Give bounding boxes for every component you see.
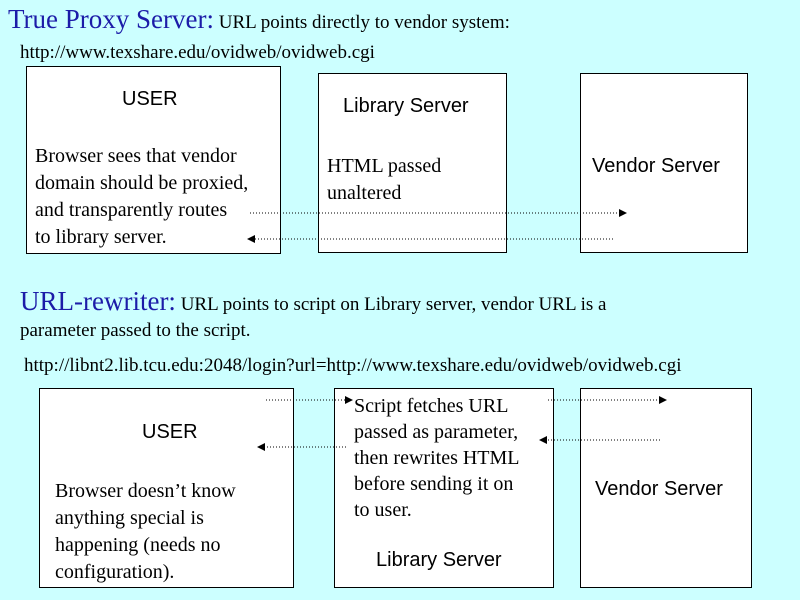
text-line: then rewrites HTML (354, 447, 520, 469)
section1-heading: True Proxy Server: (8, 4, 214, 34)
text-line: unaltered (327, 182, 402, 204)
text-line: and transparently routes (35, 199, 228, 221)
text-line: Script fetches URL (354, 395, 509, 417)
section2-vendor-title: Vendor Server (595, 478, 723, 500)
text-line: Browser doesn’t know (55, 480, 236, 502)
section2-user-box: USER Browser doesn’t know anything speci… (39, 388, 294, 588)
section2-title: URL-rewriter: URL points to script on Li… (20, 288, 606, 316)
section2-user-description: Browser doesn’t know anything special is… (55, 478, 236, 586)
text-line: configuration). (55, 561, 175, 583)
text-line: Browser sees that vendor (35, 145, 237, 167)
section1-title: True Proxy Server: URL points directly t… (8, 6, 510, 34)
text-line: HTML passed (327, 155, 442, 177)
section1-vendor-box: Vendor Server (580, 73, 748, 253)
section2-user-title: USER (142, 421, 198, 443)
section2-url: http://libnt2.lib.tcu.edu:2048/login?url… (24, 355, 682, 376)
section2-library-box: Script fetches URL passed as parameter, … (334, 388, 554, 588)
section1-user-title: USER (122, 88, 178, 110)
section1-subheading: URL points directly to vendor system: (214, 12, 510, 33)
section1-vendor-title: Vendor Server (592, 155, 720, 177)
section1-library-box: Library Server HTML passed unaltered (318, 73, 507, 253)
text-line: before sending it on (354, 473, 514, 495)
text-line: passed as parameter, (354, 421, 519, 443)
section2-subheading: URL points to script on Library server, … (175, 294, 607, 315)
section1-user-box: USER Browser sees that vendor domain sho… (26, 66, 281, 254)
section2-library-description: Script fetches URL passed as parameter, … (354, 393, 520, 523)
text-line: to library server. (35, 226, 167, 248)
section2-vendor-box: Vendor Server (580, 388, 752, 588)
text-line: happening (needs no (55, 534, 221, 556)
section1-library-description: HTML passed unaltered (327, 153, 441, 207)
section1-library-title: Library Server (343, 95, 469, 117)
text-line: anything special is (55, 507, 204, 529)
section2-heading: URL-rewriter: (20, 286, 176, 316)
text-line: domain should be proxied, (35, 172, 249, 194)
section2-subheading-continued: parameter passed to the script. (20, 320, 251, 341)
section1-url: http://www.texshare.edu/ovidweb/ovidweb.… (20, 42, 375, 63)
text-line: to user. (354, 499, 412, 521)
section2-library-title: Library Server (376, 549, 502, 571)
section1-user-description: Browser sees that vendor domain should b… (35, 143, 248, 251)
